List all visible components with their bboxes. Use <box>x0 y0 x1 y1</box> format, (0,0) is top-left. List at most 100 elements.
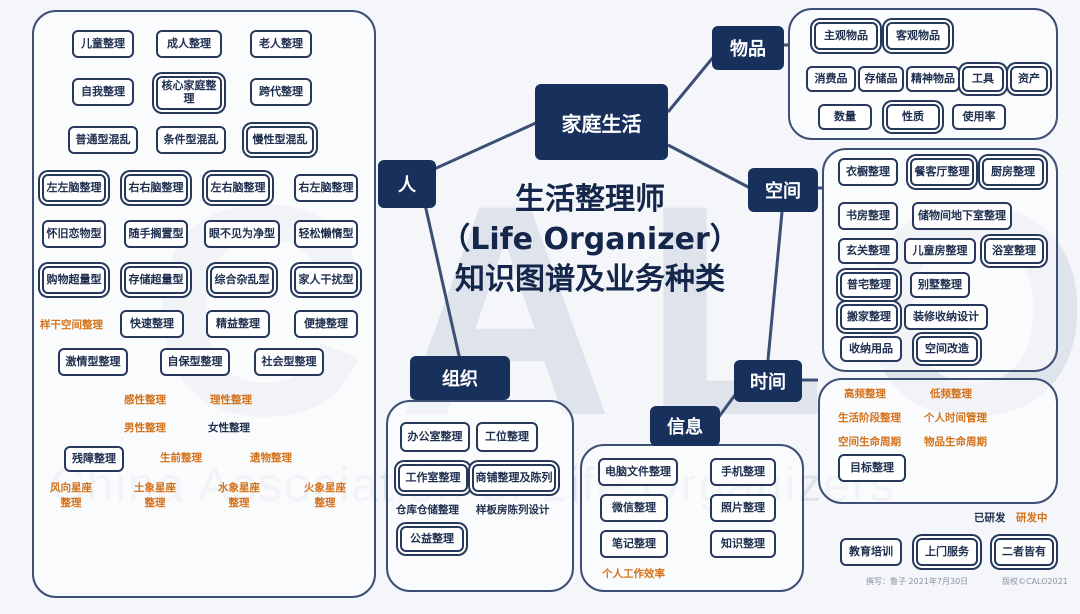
items-node[interactable]: 工具 <box>962 66 1004 92</box>
person-node[interactable]: 右左脑整理 <box>294 174 358 202</box>
person-node[interactable]: 左右脑整理 <box>206 174 270 202</box>
link-center-items <box>666 54 717 113</box>
space-node[interactable]: 搬家整理 <box>840 304 898 330</box>
time-panel <box>818 378 1058 504</box>
person-node[interactable]: 普通型混乱 <box>68 126 138 154</box>
person-tag: 女性整理 <box>208 422 250 434</box>
person-node[interactable]: 核心家庭整理 <box>156 76 222 110</box>
items-node[interactable]: 消费品 <box>806 66 856 92</box>
org-hub[interactable]: 组织 <box>410 356 510 400</box>
center-hub[interactable]: 家庭生活 <box>535 84 668 160</box>
person-node[interactable]: 综合杂乱型 <box>210 266 274 294</box>
person-node[interactable]: 激情型整理 <box>58 348 128 376</box>
space-node[interactable]: 书房整理 <box>838 202 898 230</box>
person-tag: 生前整理 <box>160 452 202 464</box>
person-node[interactable]: 左左脑整理 <box>42 174 106 202</box>
person-tag: 火象星座整理 <box>304 482 346 509</box>
items-node[interactable]: 数量 <box>818 104 872 130</box>
link-center-space <box>667 143 751 190</box>
person-hub[interactable]: 人 <box>378 160 436 208</box>
info-node[interactable]: 笔记整理 <box>600 530 668 558</box>
person-node[interactable]: 快速整理 <box>120 310 184 338</box>
person-node[interactable]: 自我整理 <box>72 78 134 106</box>
items-node[interactable]: 精神物品 <box>906 66 960 92</box>
person-node[interactable]: 残障整理 <box>64 446 124 472</box>
legend-developing: 研发中 <box>1016 512 1048 524</box>
person-tag: 理性整理 <box>210 394 252 406</box>
person-node[interactable]: 便捷整理 <box>294 310 358 338</box>
time-tag: 个人时间管理 <box>924 412 987 424</box>
person-node[interactable]: 自保型整理 <box>160 348 230 376</box>
person-node[interactable]: 购物超量型 <box>42 266 106 294</box>
space-node[interactable]: 餐客厅整理 <box>910 158 974 186</box>
legend-developed: 已研发 <box>974 512 1006 524</box>
items-node[interactable]: 性质 <box>886 104 940 130</box>
space-node[interactable]: 别墅整理 <box>910 272 970 298</box>
space-node[interactable]: 空间改造 <box>916 336 978 362</box>
person-tag: 遗物整理 <box>250 452 292 464</box>
org-node[interactable]: 工位整理 <box>476 422 538 452</box>
info-node[interactable]: 手机整理 <box>710 458 776 486</box>
person-node[interactable]: 成人整理 <box>156 30 222 58</box>
diagram-title: 生活整理师 （Life Organizer） 知识图谱及业务种类 <box>440 180 740 300</box>
person-tag: 水象星座整理 <box>218 482 260 509</box>
space-node[interactable]: 装修收纳设计 <box>904 304 988 330</box>
space-node[interactable]: 儿童房整理 <box>904 238 976 264</box>
time-node[interactable]: 目标整理 <box>838 454 906 482</box>
person-node[interactable]: 轻松懒惰型 <box>294 220 358 248</box>
person-node[interactable]: 右右脑整理 <box>124 174 188 202</box>
space-node[interactable]: 普宅整理 <box>840 272 898 298</box>
person-node[interactable]: 随手搁置型 <box>124 220 188 248</box>
link-person-org <box>422 199 462 361</box>
space-node[interactable]: 收纳用品 <box>840 336 902 362</box>
space-node[interactable]: 玄关整理 <box>838 238 898 264</box>
legend-education: 教育培训 <box>840 538 902 566</box>
legend-onsite: 上门服务 <box>916 538 978 566</box>
space-node[interactable]: 储物间地下室整理 <box>912 202 1012 230</box>
time-tag: 空间生命周期 <box>838 436 901 448</box>
time-tag: 生活阶段整理 <box>838 412 901 424</box>
space-node[interactable]: 浴室整理 <box>984 238 1044 264</box>
person-node[interactable]: 精益整理 <box>206 310 270 338</box>
items-node[interactable]: 主观物品 <box>814 22 878 50</box>
space-node[interactable]: 衣橱整理 <box>838 158 898 186</box>
person-node[interactable]: 老人整理 <box>250 30 312 58</box>
items-node[interactable]: 使用率 <box>952 104 1006 130</box>
person-node[interactable]: 儿童整理 <box>72 30 134 58</box>
person-tag: 男性整理 <box>124 422 166 434</box>
org-tag: 样板房陈列设计 <box>476 504 550 516</box>
person-node[interactable]: 家人干扰型 <box>294 266 358 294</box>
items-node[interactable]: 存储品 <box>858 66 904 92</box>
time-tag: 高频整理 <box>844 388 886 400</box>
space-node[interactable]: 厨房整理 <box>982 158 1044 186</box>
org-node[interactable]: 商铺整理及陈列 <box>472 464 556 492</box>
time-tag: 物品生命周期 <box>924 436 987 448</box>
person-node[interactable]: 社会型整理 <box>254 348 324 376</box>
person-tag: 感性整理 <box>124 394 166 406</box>
items-node[interactable]: 客观物品 <box>886 22 950 50</box>
legend-both: 二者皆有 <box>994 538 1054 566</box>
info-hub[interactable]: 信息 <box>650 406 720 446</box>
time-hub[interactable]: 时间 <box>734 360 802 402</box>
org-node[interactable]: 办公室整理 <box>400 422 470 452</box>
info-tag: 个人工作效率 <box>602 568 665 580</box>
org-node[interactable]: 工作室整理 <box>398 464 468 492</box>
info-node[interactable]: 电脑文件整理 <box>598 458 678 486</box>
info-node[interactable]: 照片整理 <box>710 494 776 522</box>
person-node[interactable]: 跨代整理 <box>250 78 312 106</box>
info-node[interactable]: 知识整理 <box>710 530 776 558</box>
person-tag: 土象星座整理 <box>134 482 176 509</box>
link-space-time <box>766 211 784 361</box>
info-node[interactable]: 微信整理 <box>600 494 668 522</box>
person-node[interactable]: 慢性型混乱 <box>246 126 314 154</box>
space-hub[interactable]: 空间 <box>748 168 818 212</box>
items-hub[interactable]: 物品 <box>712 26 784 70</box>
items-node[interactable]: 资产 <box>1010 66 1048 92</box>
title-line-2: （Life Organizer） <box>440 222 740 257</box>
link-time-info <box>716 394 737 419</box>
person-node[interactable]: 存储超量型 <box>124 266 188 294</box>
person-node[interactable]: 怀旧恋物型 <box>42 220 106 248</box>
org-node[interactable]: 公益整理 <box>400 526 464 552</box>
person-node[interactable]: 眼不见为净型 <box>204 220 280 248</box>
person-node[interactable]: 条件型混乱 <box>156 126 226 154</box>
